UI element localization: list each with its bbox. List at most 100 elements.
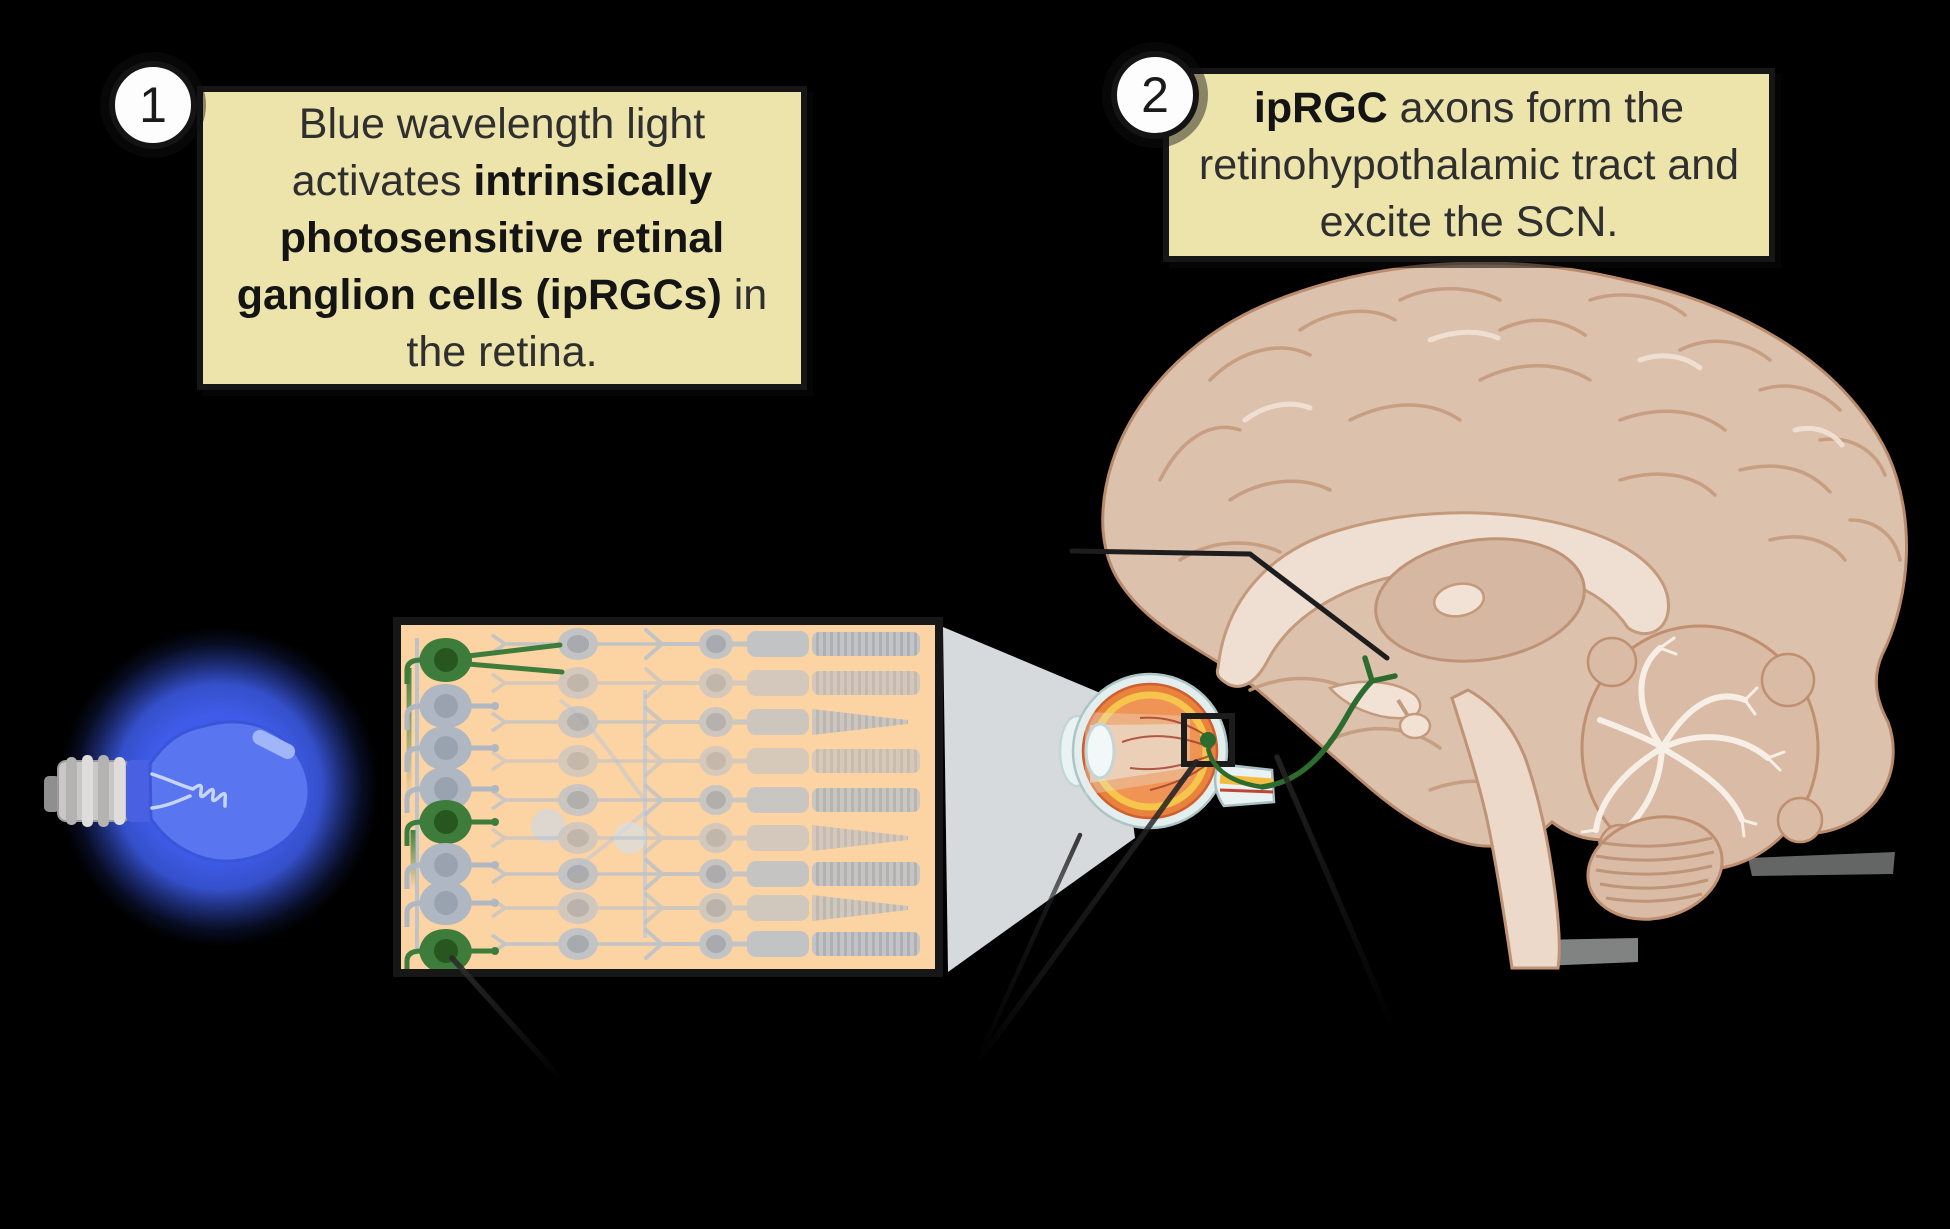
iprgc-ganglion-cell <box>404 638 565 684</box>
eye-pointer-line <box>974 832 1083 1065</box>
bulb-contact-tip <box>44 776 60 812</box>
photoreceptor-nucleus <box>706 713 726 731</box>
ganglion-axon <box>404 786 422 813</box>
retina-cell-rows <box>404 628 920 969</box>
ganglion-nucleus <box>434 777 458 801</box>
photoreceptor-synapse <box>644 928 702 960</box>
ganglion-axon <box>404 703 422 730</box>
cerebellum-lobule <box>1776 796 1824 844</box>
lens <box>1084 722 1116 780</box>
retina-cross-section-illustration <box>393 617 943 977</box>
ganglion-cell <box>404 767 499 813</box>
photoreceptor-row <box>491 892 908 924</box>
photoreceptor-nucleus <box>706 829 726 847</box>
eye-zoom-pointer-left <box>975 759 1199 1065</box>
brainstem <box>1450 688 1561 970</box>
photoreceptor-row <box>491 858 920 890</box>
bipolar-nucleus <box>567 865 589 883</box>
ganglion-cell <box>404 843 499 889</box>
photoreceptor-synapse <box>644 745 702 777</box>
inner-segment <box>747 861 809 887</box>
scn-branch <box>1362 655 1398 684</box>
bipolar-nucleus <box>567 752 589 770</box>
inner-segment <box>747 670 809 696</box>
ganglion-cell <box>404 684 499 730</box>
step-2-callout: ipRGC axons form the retinohypothalamic … <box>1163 68 1775 262</box>
pons-medulla <box>1586 815 1724 921</box>
ganglion-axon <box>404 900 422 927</box>
inner-segment <box>747 631 809 657</box>
rod-outer-segment <box>812 932 920 956</box>
ganglion-cell <box>404 881 499 927</box>
eye-zoom-pointer-right <box>1274 754 1398 1035</box>
photoreceptor-row <box>491 784 920 816</box>
photoreceptor-synapse <box>644 784 702 816</box>
photoreceptor-nucleus <box>706 899 726 917</box>
rod-outer-segment <box>812 788 920 812</box>
bulb-glass <box>148 720 311 863</box>
photoreceptor-synapse <box>644 706 702 738</box>
blue-light-bulb-icon <box>44 627 379 947</box>
cone-outer-segment <box>812 825 908 851</box>
photoreceptor-nucleus <box>706 635 726 653</box>
rod-outer-segment <box>812 632 920 656</box>
photoreceptor-nucleus <box>706 865 726 883</box>
bulb-neck <box>126 760 156 822</box>
photoreceptor-synapse <box>644 667 702 699</box>
inner-segment <box>747 787 809 813</box>
iprgc-cell-dot <box>1200 732 1216 748</box>
step-2-number-badge: 2 <box>1111 51 1199 139</box>
sagittal-brain-illustration <box>1101 261 1909 970</box>
scn-pointer-line <box>1069 548 1390 661</box>
cerebellum-lobule <box>1760 652 1816 708</box>
pituitary-gland <box>1398 712 1432 740</box>
cone-outer-segment <box>812 709 908 735</box>
bipolar-nucleus <box>567 674 589 692</box>
photoreceptor-row <box>491 822 908 854</box>
ganglion-nucleus <box>434 694 458 718</box>
inner-segment <box>747 895 809 921</box>
bipolar-nucleus <box>567 713 589 731</box>
retinal-vessels <box>1121 716 1213 791</box>
photoreceptor-row <box>491 745 920 777</box>
interthalamic-adhesion <box>1432 582 1486 618</box>
photoreceptor-nucleus <box>706 791 726 809</box>
rod-outer-segment <box>812 671 920 695</box>
step-2-text: ipRGC axons form the retinohypothalamic … <box>1198 83 1740 246</box>
arbor-vitae <box>1593 645 1771 841</box>
iprgc-dendrites <box>465 642 565 675</box>
ganglion-nucleus <box>434 736 458 760</box>
bulb-filament <box>150 772 228 810</box>
cerebellum-lobule <box>1586 636 1638 688</box>
ganglion-cell <box>404 726 499 772</box>
pituitary-stalk <box>1396 698 1410 718</box>
inner-segment <box>747 931 809 957</box>
bulb-screw-base <box>57 755 131 827</box>
step-1-text: Blue wavelength light activates intrinsi… <box>236 99 768 376</box>
photoreceptor-row <box>491 706 908 738</box>
bipolar-nucleus <box>567 635 589 653</box>
bipolar-nucleus <box>567 829 589 847</box>
step-1-callout: Blue wavelength light activates intrinsi… <box>197 86 807 390</box>
eye-cross-section-illustration <box>1058 672 1276 830</box>
ganglion-axon <box>404 862 422 889</box>
iprgc-ganglion-cell <box>404 929 499 969</box>
ganglion-nucleus <box>434 891 458 915</box>
photoreceptor-nucleus <box>706 752 726 770</box>
ganglion-nucleus <box>434 810 458 834</box>
inner-segment <box>747 748 809 774</box>
ganglion-axon <box>404 745 422 772</box>
photoreceptor-row <box>491 928 920 960</box>
rod-outer-segment <box>812 862 920 886</box>
rod-outer-segment <box>812 749 920 773</box>
cortical-sulci <box>1158 287 1902 802</box>
bulb-highlight <box>252 729 296 759</box>
photoreceptor-synapse <box>644 858 702 890</box>
photoreceptor-synapse <box>644 892 702 924</box>
bipolar-nucleus <box>567 791 589 809</box>
photoreceptor-row <box>491 667 920 699</box>
photoreceptor-nucleus <box>706 935 726 953</box>
iprgc-pointer-line <box>449 955 565 1083</box>
iprgc-ganglion-cell <box>404 800 499 846</box>
